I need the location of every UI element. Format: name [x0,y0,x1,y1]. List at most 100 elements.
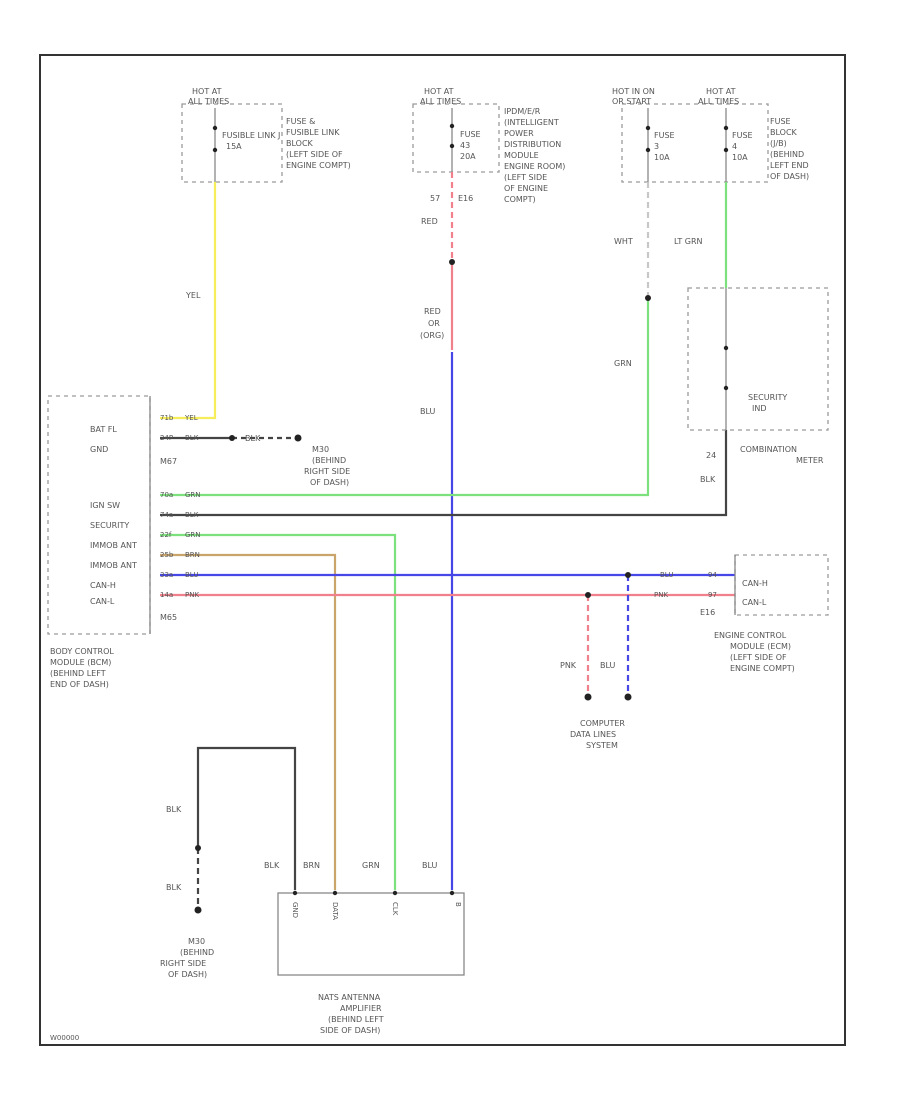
fuse-rb-loc-2: BLOCK [770,128,798,137]
amp-pin-b: B [454,902,462,907]
fuse-ra-fuse-3: 10A [654,153,670,162]
ground-bottom-loc-3: OF DASH) [168,970,207,979]
amp-name-4: SIDE OF DASH) [320,1026,380,1035]
label-blu: BLU [420,407,436,416]
fuse-rb-fuse-2: 4 [732,142,737,151]
wire-green-immob [160,533,397,890]
body-control-module: BAT FL GND IGN SW SECURITY IMMOB ANT IMM… [47,395,201,689]
amp-name-2: AMPLIFIER [340,1004,382,1013]
label-pnk-drop: PNK [560,661,577,670]
fuse-mid-loc-7: (LEFT SIDE [504,173,547,182]
fuse-left-hot-2: ALL TIMES [188,97,229,106]
ground-left-loc-2: RIGHT SIDE [304,467,350,476]
bcm-pin-14a: 14a [160,591,173,599]
meter-led-2: IND [752,404,767,413]
fuse-rb-fuse-1: FUSE [732,131,753,140]
bcm-pin-grn2: GRN [185,531,201,539]
ground-left-loc-1: (BEHIND [312,456,346,465]
ground-bottom-code: M30 [188,937,205,946]
label-amp-blk: BLK [264,861,280,870]
bcm-pin-yel: YEL [184,414,198,422]
bcm-pin-24p: 24P [160,434,173,442]
wire-green-ign [160,300,650,497]
label-red-or-2: OR [428,319,440,328]
fuse-left-loc-1: FUSE & [286,117,315,126]
bcm-pin-pnk: PNK [185,591,199,599]
fuse-mid-loc-1: IPDM/E/R [504,107,541,116]
data-lines-2: DATA LINES [570,730,616,739]
data-lines-1: COMPUTER [580,719,625,728]
bcm-pin-m65: M65 [160,613,177,622]
fuse-left-loc-5: ENGINE COMPT) [286,161,351,170]
label-red-or-1: RED [424,307,441,316]
label-amp-grn: GRN [362,861,380,870]
wire-black-security [160,430,728,517]
fuse-mid-pin-1: 57 [430,194,440,203]
ground-bottom-loc-2: RIGHT SIDE [160,959,206,968]
wire-brown-immob [160,553,337,890]
bcm-pin-25b: 25b [160,551,174,559]
amp-name-1: NATS ANTENNA [318,993,381,1002]
amp-name-3: (BEHIND LEFT [328,1015,384,1024]
fuse-mid-fuse-1: FUSE [460,130,481,139]
bcm-row-9: CAN-L [90,597,115,606]
label-yel: YEL [185,291,201,300]
fuse-ra-hot-1: HOT IN ON [612,87,655,96]
wire-ground-loop [196,746,297,890]
fuse-mid-loc-8: OF ENGINE [504,184,548,193]
fuse-box-left: HOT AT ALL TIMES FUSIBLE LINK J 15A FUSE… [181,87,351,183]
fuse-mid-hot-1: HOT AT [424,87,454,96]
meter-pin: 24 [706,451,716,460]
bcm-row-7: IMMOB ANT [90,561,137,570]
bcm-pin-71b: 71b [160,414,174,422]
wire-yellow [160,182,217,420]
fuse-mid-loc-2: (INTELLIGENT [504,118,559,127]
ground-left-loc-3: OF DASH) [310,478,349,487]
bcm-row-2: GND [90,445,108,454]
amp-pin-clk: CLK [391,902,399,916]
bcm-row-6: IMMOB ANT [90,541,137,550]
fuse-mid-loc-3: POWER [504,129,534,138]
label-blk-meter: BLK [700,475,716,484]
bcm-pin-brn: BRN [185,551,200,559]
bcm-row-8: CAN-H [90,581,116,590]
fuse-rb-fuse-3: 10A [732,153,748,162]
meter-name-2: METER [796,456,824,465]
fuse-left-fuse-1: FUSIBLE LINK J [222,131,280,140]
wire-labels: YEL RED RED OR (ORG) BLU WHT LT GRN GRN … [166,217,716,892]
bcm-name-3: (BEHIND LEFT [50,669,106,678]
fuse-rb-loc-5: LEFT END [770,161,809,170]
bcm-pin-m67: M67 [160,457,177,466]
label-grn: GRN [614,359,632,368]
ecm-row-1: CAN-H [742,579,768,588]
meter-led-1: SECURITY [748,393,787,402]
label-blu-drop: BLU [600,661,616,670]
bcm-pin-blu: BLU [185,571,198,579]
fuse-ra-hot-2: OR START [612,97,651,106]
bcm-pin-74a: 74a [160,511,173,519]
label-wht: WHT [614,237,633,246]
bcm-name-1: BODY CONTROL [50,647,114,656]
fuse-rb-loc-4: (BEHIND [770,150,804,159]
meter-name-1: COMBINATION [740,445,797,454]
computer-data-lines: COMPUTER DATA LINES SYSTEM [570,693,632,750]
diagram-frame [39,54,846,1046]
ecm-row-2: CAN-L [742,598,767,607]
bcm-name-2: MODULE (BCM) [50,658,111,667]
label-red-or-3: (ORG) [420,331,444,340]
bcm-pin-grn1: GRN [185,491,201,499]
fuse-rb-loc-1: FUSE [770,117,791,126]
fuse-mid-hot-2: ALL TIMES [420,97,461,106]
ecm-name-3: (LEFT SIDE OF [730,653,787,662]
label-amp-brn: BRN [303,861,320,870]
bcm-pin-70a: 70a [160,491,173,499]
label-amp-blu: BLU [422,861,438,870]
fuse-left-fuse-2: 15A [226,142,242,151]
ecm-name-1: ENGINE CONTROL [714,631,787,640]
bcm-pin-blk2: BLK [185,511,199,519]
ecm-pin-e16: E16 [700,608,715,617]
bcm-row-5: SECURITY [90,521,129,530]
ground-left-wire: BLK [245,434,261,443]
fuse-ra-fuse-1: FUSE [654,131,675,140]
